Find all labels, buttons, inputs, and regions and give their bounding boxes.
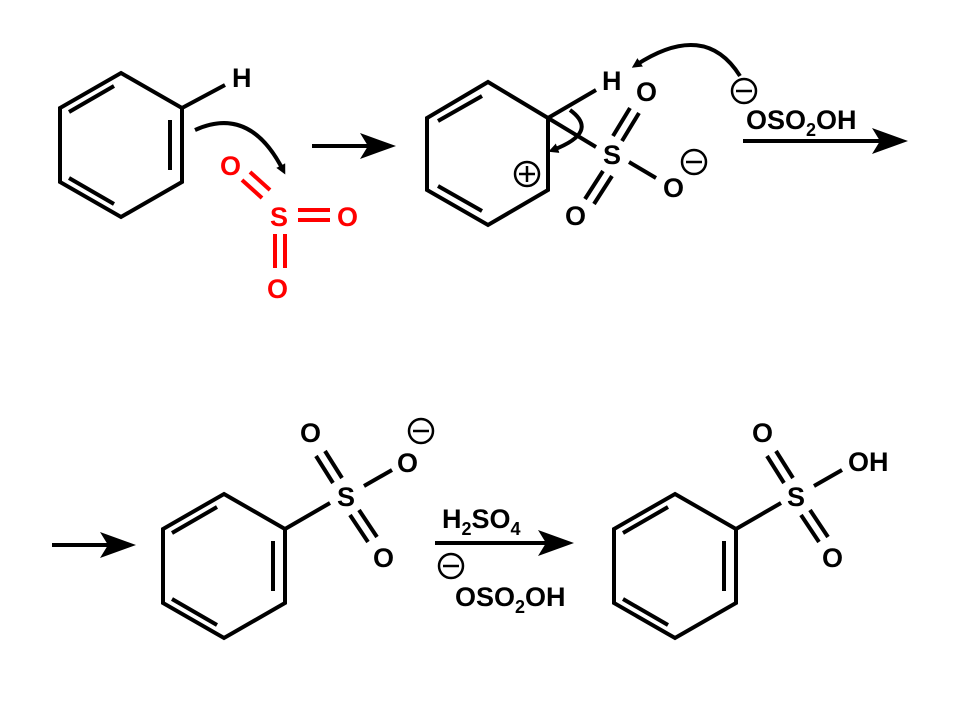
curly-arrow-icon	[548, 108, 584, 153]
s-o-single-bond	[627, 160, 658, 180]
oxygen-label: O	[373, 543, 394, 573]
negative-charge-icon	[407, 417, 435, 445]
negative-charge-icon	[680, 148, 708, 176]
sulfur-label: S	[270, 202, 288, 232]
oxygen-label: O	[663, 173, 684, 203]
benzenesulfonic-acid: S O OH O	[612, 418, 889, 641]
bisulfate-subscript: 2	[515, 597, 525, 617]
s-o-double-bond	[240, 178, 264, 200]
hydrogen-label: H	[602, 66, 622, 96]
acid-so: SO	[472, 504, 511, 534]
s-o-double-bond	[248, 170, 272, 192]
hydrogen-label: H	[232, 63, 252, 93]
s-o-double-bond	[765, 454, 786, 485]
c-h-bond	[181, 83, 226, 110]
s-o-double-bond	[808, 508, 830, 539]
double-bond	[621, 505, 670, 535]
bisulfate-base: OSO2OH	[631, 43, 857, 140]
s-o-double-bond	[799, 513, 821, 544]
s-o-double-bond	[583, 169, 605, 201]
double-bond	[170, 597, 219, 627]
bisulfate-prefix: OSO	[455, 582, 515, 612]
acid-h: H	[442, 504, 462, 534]
curly-arrow-icon	[631, 43, 742, 78]
double-bond	[621, 597, 670, 627]
c-s-bond	[734, 501, 783, 531]
oxygen-label: O	[300, 418, 321, 448]
sulfur-trioxide: O S O O	[220, 151, 358, 304]
acid-h-subscript: 2	[462, 519, 472, 539]
s-oh-single-bond	[813, 468, 843, 488]
s-o-double-bond	[620, 111, 641, 143]
s-o-double-bond	[357, 508, 379, 539]
oxygen-label: O	[220, 151, 241, 181]
reaction-arrow-icon	[435, 530, 574, 556]
benzene-ring	[58, 70, 184, 220]
c-s-bond	[283, 501, 332, 531]
bisulfate-reagent: OSO2OH	[437, 552, 566, 617]
oxygen-label: O	[267, 274, 288, 304]
s-o-double-bond	[323, 449, 344, 480]
c-h-bond	[546, 88, 598, 120]
bisulfate-suffix: OH	[525, 582, 566, 612]
s-o-double-bond	[774, 449, 795, 480]
s-o-double-bond	[592, 174, 614, 206]
double-bond	[67, 84, 116, 114]
sulfur-label: S	[603, 140, 621, 170]
benzene-reactant: H	[58, 63, 286, 220]
bisulfate-label: OSO2OH	[746, 105, 857, 140]
positive-charge-icon	[513, 160, 541, 188]
double-bond	[437, 94, 483, 123]
reaction-arrow-icon	[52, 532, 136, 558]
reaction-arrow-icon	[312, 133, 396, 159]
sulfur-label: S	[337, 482, 355, 512]
s-o-double-bond	[348, 513, 370, 544]
sulfuric-acid-label: H2SO4	[442, 504, 521, 539]
c-s-bond	[546, 116, 598, 149]
benzene-ring	[161, 491, 287, 641]
sulfur-label: S	[787, 482, 805, 512]
s-o-double-bond	[314, 454, 335, 485]
acid-so-subscript: 4	[511, 519, 521, 539]
negative-charge-icon	[437, 552, 465, 580]
hydroxyl-label: OH	[848, 447, 889, 477]
bisulfate-suffix: OH	[816, 105, 857, 135]
bisulfate-prefix: OSO	[746, 105, 806, 135]
oxygen-label: O	[565, 201, 586, 231]
bisulfate-subscript: 2	[806, 120, 816, 140]
bisulfate-label: OSO2OH	[455, 582, 566, 617]
oxygen-label: O	[752, 418, 773, 448]
double-bond	[170, 505, 219, 535]
reaction-arrow-icon	[743, 128, 908, 154]
acid-reagent: H2SO4	[442, 504, 521, 539]
ring-bonds	[425, 79, 550, 228]
arenium-intermediate: H S O O O	[425, 66, 708, 231]
double-bond	[437, 184, 483, 213]
s-o-single-bond	[363, 468, 393, 488]
benzenesulfonate: S O O O	[161, 417, 435, 641]
oxygen-label: O	[337, 202, 358, 232]
benzene-ring	[612, 491, 738, 641]
oxygen-label: O	[397, 448, 418, 478]
oxygen-label: O	[636, 77, 657, 107]
s-o-double-bond	[611, 106, 632, 138]
double-bond	[67, 176, 116, 206]
oxygen-label: O	[822, 543, 843, 573]
curly-arrow-icon	[194, 121, 286, 175]
negative-charge-icon	[730, 77, 758, 105]
